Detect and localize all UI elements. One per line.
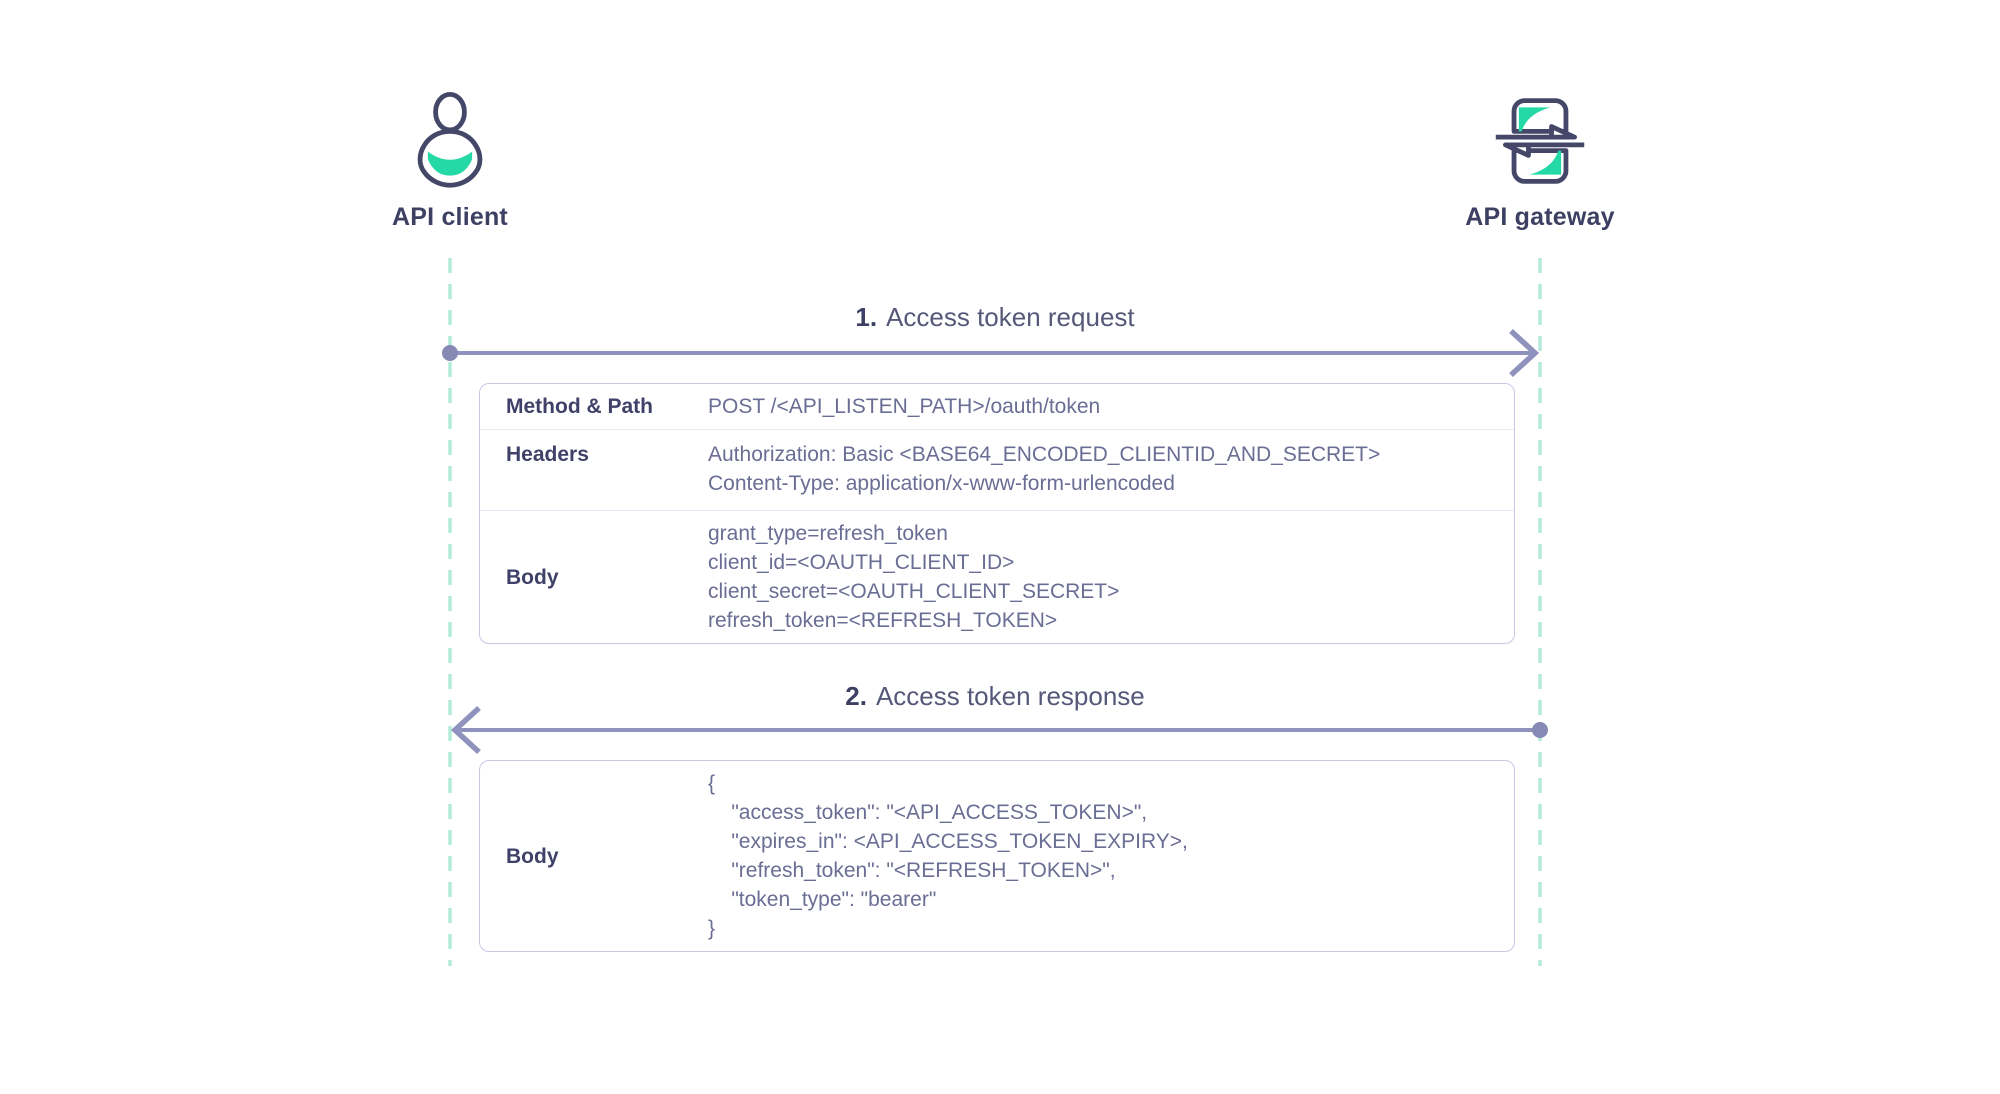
message-2-heading: 2. Access token response [450,680,1540,712]
value-line: grant_type=refresh_token [708,522,948,545]
request-arrow-origin-dot [442,345,458,361]
value-line: Authorization: Basic <BASE64_ENCODED_CLI… [708,443,1381,466]
row-value: grant_type=refresh_token client_id=<OAUT… [708,519,1514,635]
value-line: refresh_token=<REFRESH_TOKEN> [708,609,1058,632]
message-2-title: Access token response [875,681,1145,711]
request-arrowhead [1509,328,1540,378]
row-label: Body [506,565,559,589]
message-2-number: 2. [845,681,867,711]
request-detail-table: Method & Path POST /<API_LISTEN_PATH>/oa… [479,383,1515,644]
response-detail-table: Body { "access_token": "<API_ACCESS_TOKE… [479,760,1515,952]
actor-api-gateway: API gateway [1420,90,1660,232]
value-line: "access_token": "<API_ACCESS_TOKEN>", [708,801,1148,824]
message-1-heading: 1. Access token request [450,301,1540,333]
gateway-transfer-icon [1495,98,1585,184]
actor-label-api-client: API client [392,203,508,231]
value-line: "token_type": "bearer" [708,888,937,911]
actor-api-client: API client [330,90,570,232]
row-value: Authorization: Basic <BASE64_ENCODED_CLI… [708,440,1514,498]
table-row-body: Body { "access_token": "<API_ACCESS_TOKE… [480,761,1514,951]
value-line: POST /<API_LISTEN_PATH>/oauth/token [708,395,1101,418]
value-line: "refresh_token": "<REFRESH_TOKEN>", [708,859,1116,882]
row-label: Body [506,844,559,868]
table-row-headers: Headers Authorization: Basic <BASE64_ENC… [480,429,1514,510]
value-line: client_secret=<OAUTH_CLIENT_SECRET> [708,580,1120,603]
table-row-body: Body grant_type=refresh_token client_id=… [480,510,1514,643]
actor-label-api-gateway: API gateway [1465,203,1615,231]
row-value: { "access_token": "<API_ACCESS_TOKEN>", … [708,769,1514,943]
value-line: Content-Type: application/x-www-form-url… [708,472,1175,495]
user-icon [417,91,483,188]
row-label: Headers [506,443,589,466]
message-1-number: 1. [855,302,878,332]
row-label: Method & Path [506,395,653,418]
message-1-title: Access token request [886,302,1135,332]
response-arrowhead [450,705,481,755]
value-line: "expires_in": <API_ACCESS_TOKEN_EXPIRY>, [708,830,1188,853]
value-line: client_id=<OAUTH_CLIENT_ID> [708,551,1015,574]
response-arrow-origin-dot [1532,722,1548,738]
value-line: { [708,772,716,795]
row-value: POST /<API_LISTEN_PATH>/oauth/token [708,392,1514,421]
value-line: } [708,917,716,940]
table-row-method-path: Method & Path POST /<API_LISTEN_PATH>/oa… [480,384,1514,429]
